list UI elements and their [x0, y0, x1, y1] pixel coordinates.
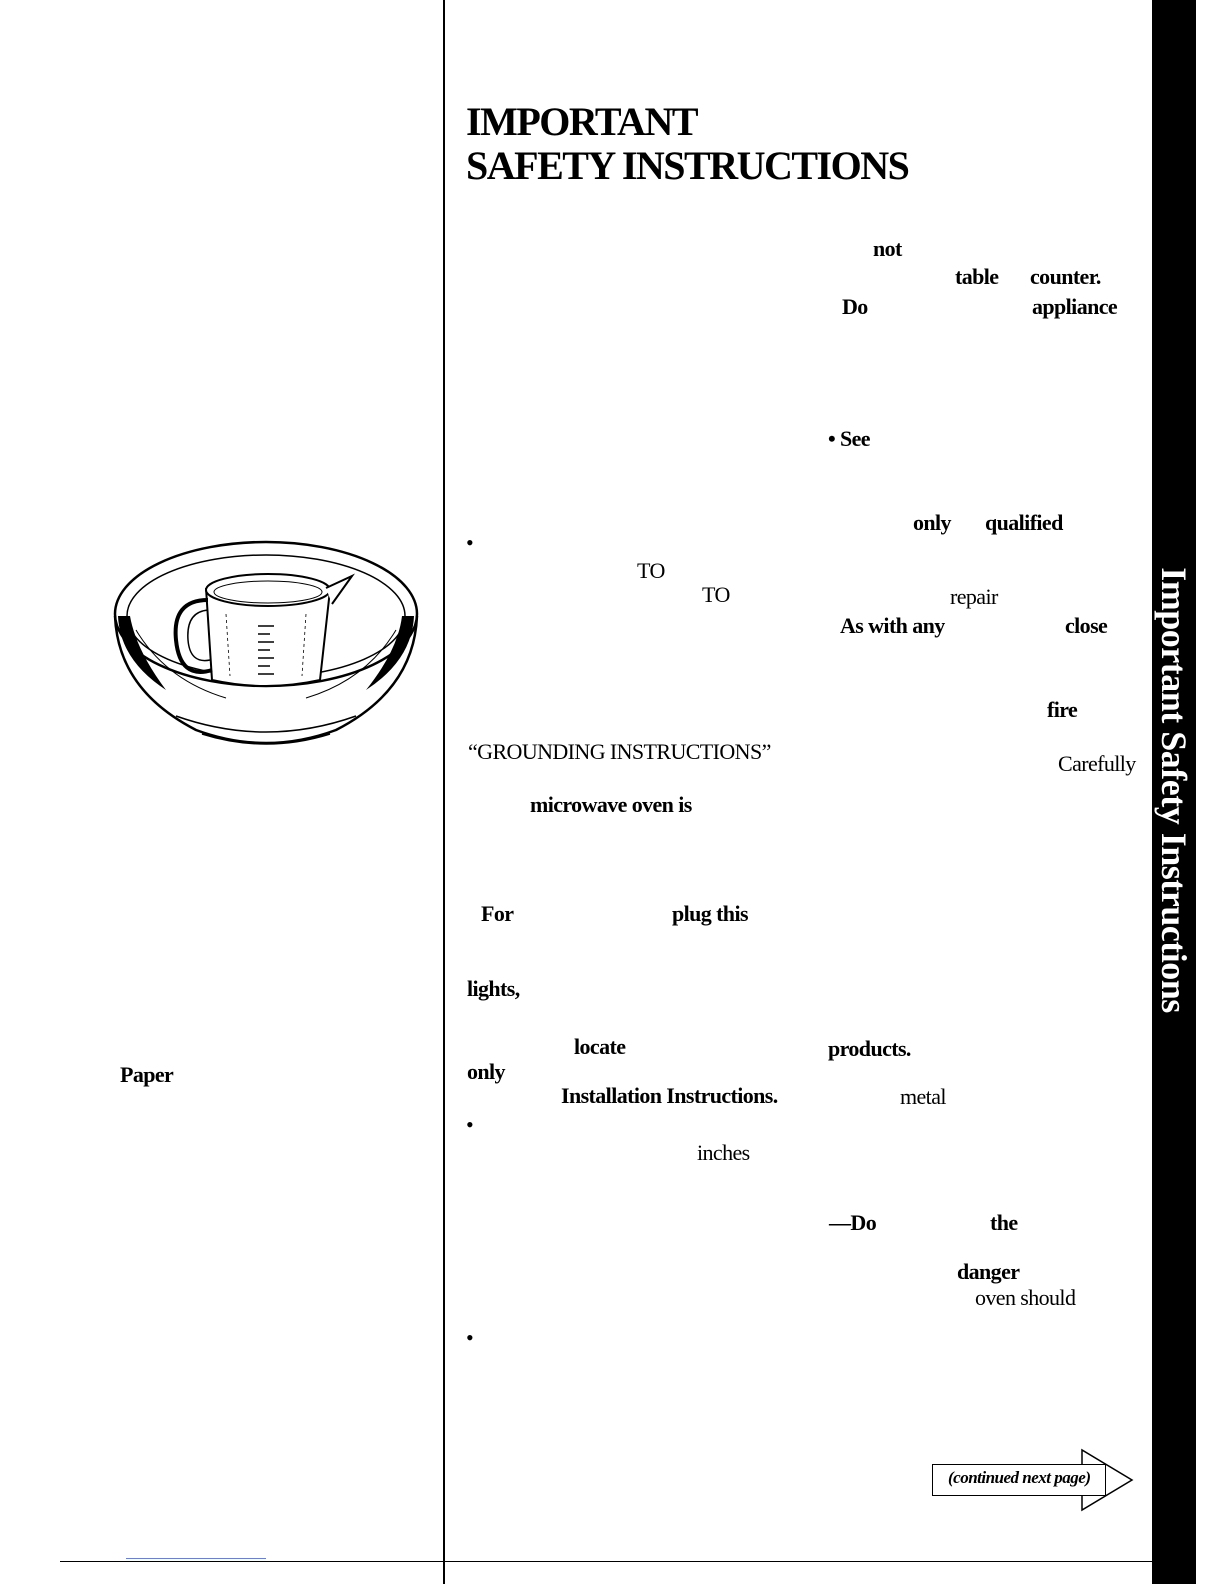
bottom-mark [126, 1558, 266, 1559]
continued-box [932, 1464, 1106, 1496]
paper-label: Paper [120, 1062, 174, 1087]
word-metal: metal [900, 1084, 946, 1109]
word-lights: lights, [467, 976, 520, 1001]
word-microwave-oven-is: microwave oven is [530, 792, 692, 817]
word-as-with-any: As with any [840, 613, 945, 638]
side-tab-label: Important Safety Instructions [1154, 567, 1194, 1013]
word-installation: Installation Instructions. [561, 1083, 778, 1108]
bullet-2: • [466, 1112, 474, 1137]
word-only-1: only [913, 510, 952, 535]
word-not: not [873, 236, 902, 261]
word-repair: repair [950, 584, 998, 609]
bottom-rule [60, 1561, 1152, 1562]
bullet-3: • [466, 1325, 474, 1350]
word-see: • See [828, 426, 871, 451]
word-to-1: TO [637, 558, 665, 583]
word-to-2: TO [702, 582, 730, 607]
word-do: Do [842, 294, 868, 319]
word-table: table [955, 264, 999, 289]
word-plug-this: plug this [672, 901, 749, 926]
page-title: IMPORTANT SAFETY INSTRUCTIONS [466, 99, 910, 188]
bullet-1: • [466, 530, 474, 555]
bowl-illustration [113, 540, 419, 745]
column-divider [443, 0, 445, 1584]
word-counter: counter. [1030, 264, 1101, 289]
word-inches: inches [697, 1140, 750, 1165]
side-tab [1152, 0, 1196, 1584]
word-products: products. [828, 1036, 911, 1061]
word-fire: fire [1047, 697, 1078, 722]
word-the: the [990, 1210, 1018, 1235]
continued-label: (continued next page) [948, 1468, 1091, 1487]
word-only-2: only [467, 1059, 506, 1084]
word-oven-should: oven should [975, 1285, 1076, 1310]
word-for: For [481, 901, 514, 926]
word-qualified: qualified [985, 510, 1063, 535]
word-do-2: —Do [829, 1210, 877, 1235]
title-line-1: IMPORTANT [466, 99, 699, 144]
word-carefully: Carefully [1058, 751, 1136, 776]
word-grounding: “GROUNDING INSTRUCTIONS” [468, 739, 771, 764]
word-danger: danger [957, 1259, 1020, 1284]
word-locate: locate [574, 1034, 626, 1059]
word-appliance: appliance [1032, 294, 1118, 319]
title-line-2: SAFETY INSTRUCTIONS [466, 143, 910, 188]
word-close: close [1065, 613, 1108, 638]
